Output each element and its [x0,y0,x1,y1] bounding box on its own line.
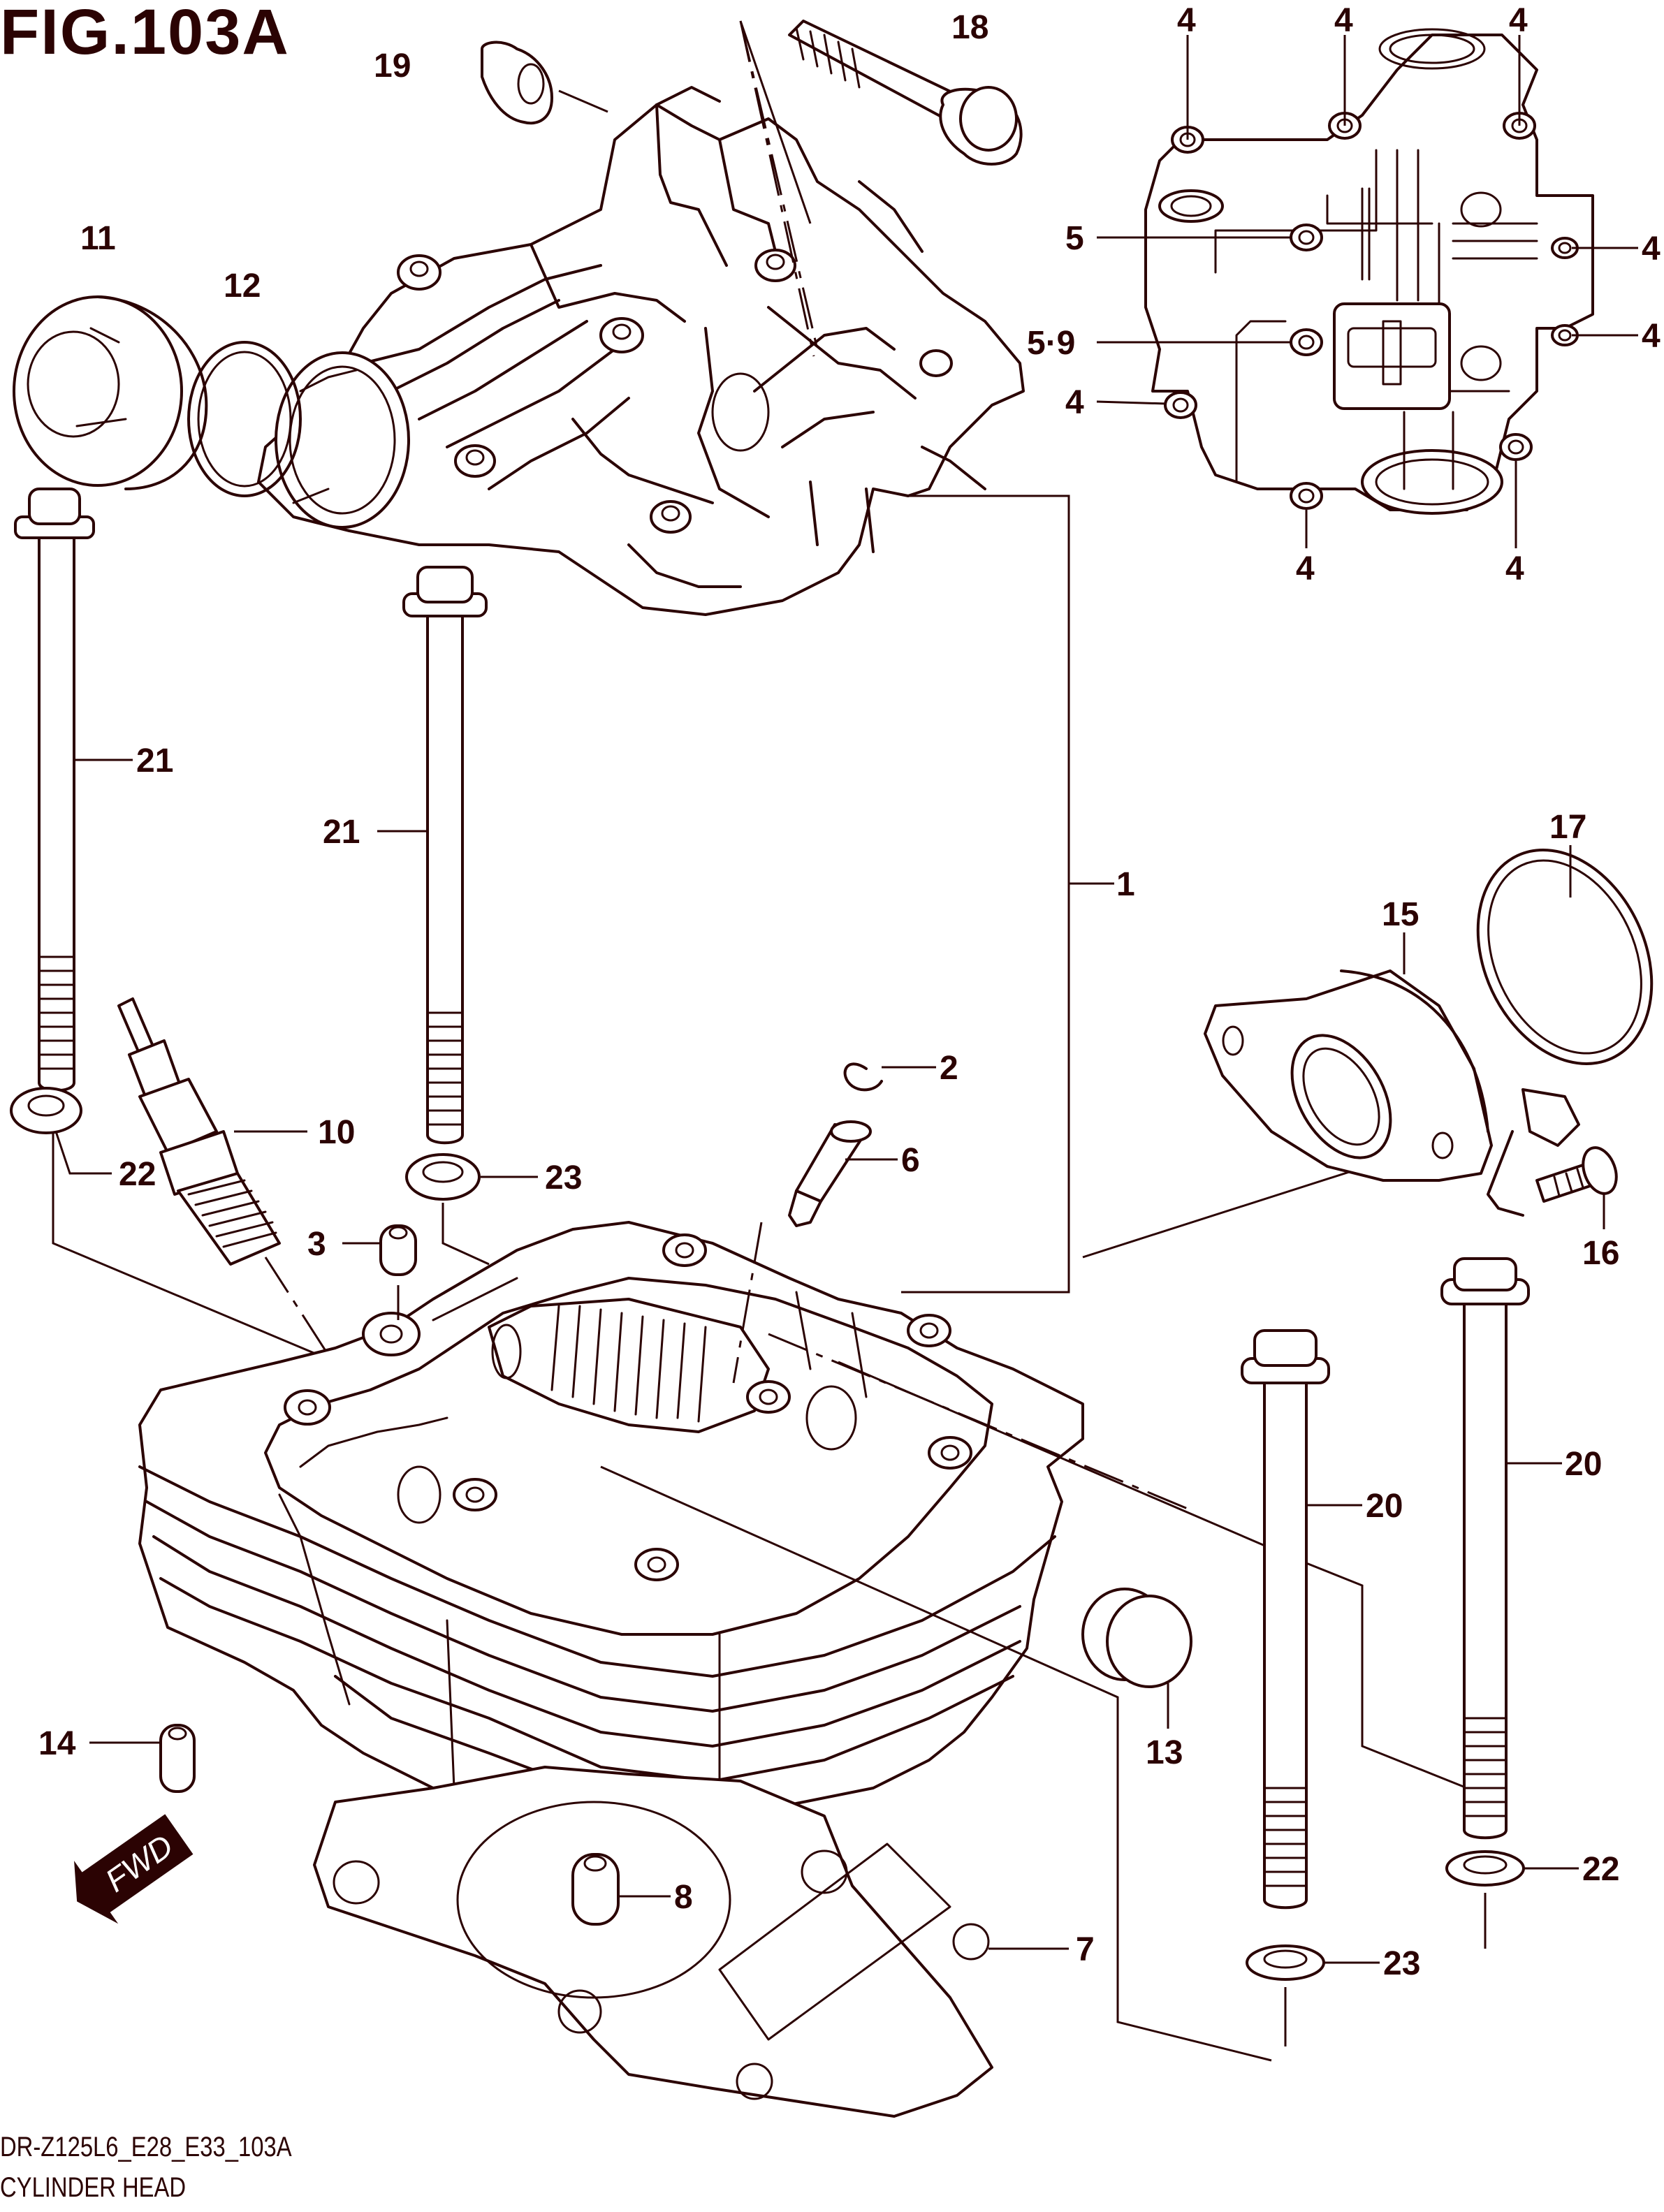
part-23-washer-right[interactable] [1246,1944,1325,1981]
callout-12[interactable]: 12 [224,268,261,305]
part-3-dowel[interactable] [379,1224,417,1276]
callout-4[interactable]: 4 [1509,2,1528,39]
callout-15[interactable]: 15 [1382,896,1419,933]
leader-22b-bracket [838,1361,1468,1789]
callout-4[interactable]: 4 [1642,318,1661,355]
part-1-cylinder-head[interactable] [138,1221,1084,1817]
leader-22a-axis [52,1131,336,1363]
callout-14[interactable]: 14 [38,1725,76,1762]
callout-19[interactable]: 19 [374,47,411,85]
leader-10-axis [264,1257,330,1356]
part-18-bolt[interactable] [788,20,1023,166]
part-7-gasket[interactable] [313,1766,993,2118]
part-20-bolt-center[interactable] [1241,1329,1330,1910]
leader-22a [54,1131,112,1175]
callout-4[interactable]: 4 [1642,230,1661,268]
part-21-bolt-center[interactable] [402,566,488,1145]
leader-6-axis [732,1222,763,1384]
part-17-clamp[interactable] [1445,821,1664,1147]
leader-dash-18 [739,20,819,357]
callout-23[interactable]: 23 [1383,1945,1420,1982]
callout-4[interactable]: 4 [1065,384,1084,421]
callout-7[interactable]: 7 [1076,1931,1095,1968]
callout-16[interactable]: 16 [1582,1235,1619,1272]
callout-22[interactable]: 22 [119,1156,156,1193]
part-16-screw[interactable] [1535,1143,1622,1203]
callout-8[interactable]: 8 [674,1879,693,1916]
callout-4[interactable]: 4 [1505,550,1524,587]
part-22-washer-left[interactable] [10,1087,82,1134]
part-6-valve-guide[interactable] [788,1120,872,1227]
top-view-leaders [1096,35,1638,548]
callout-4[interactable]: 4 [1177,2,1196,39]
head-cover-top-view[interactable] [1144,28,1594,515]
part-13-plug[interactable] [1081,1588,1192,1688]
callout-10[interactable]: 10 [318,1114,355,1151]
part-14-dowel[interactable] [159,1724,196,1793]
callout-5[interactable]: 5 [1065,220,1084,257]
leader-23a-axis [441,1203,490,1266]
part-8-dowel[interactable] [571,1853,620,1926]
callout-23[interactable]: 23 [545,1159,582,1196]
break-mark [1487,1130,1524,1217]
callout-11[interactable]: 11 [80,220,116,257]
part-20-bolt-right[interactable] [1440,1257,1530,1840]
figure-title: FIG.103A [0,0,290,68]
callout-20[interactable]: 20 [1565,1446,1602,1483]
model-code: DR-Z125L6_E28_E33_103A [0,2132,292,2162]
figure-name: CYLINDER HEAD [0,2172,187,2203]
callout-17[interactable]: 17 [1549,809,1586,846]
forward-arrow-icon: FWD [74,1814,194,1924]
callout-6[interactable]: 6 [901,1142,920,1179]
callout-21[interactable]: 21 [136,742,173,779]
callout-22[interactable]: 22 [1582,1851,1619,1888]
callout-21[interactable]: 21 [323,814,360,851]
callout-20[interactable]: 20 [1366,1488,1403,1525]
callout-3[interactable]: 3 [307,1226,326,1263]
part-22-washer-right[interactable] [1445,1850,1525,1887]
part-11-cap[interactable] [13,295,208,490]
callout-1[interactable]: 1 [1116,866,1135,903]
leader-1-bracket [901,495,1070,1294]
callout-labels: 1 2 3 4 4 4 4 4 4 4 4 5 5·9 6 7 8 10 11 … [38,2,1661,1982]
part-23-washer-left[interactable] [405,1153,481,1201]
callout-5-9[interactable]: 5·9 [1027,325,1075,362]
part-15-intake-pipe[interactable] [1204,969,1493,1182]
part-10-spark-plug[interactable] [117,997,281,1266]
callout-2[interactable]: 2 [940,1050,958,1087]
callout-4[interactable]: 4 [1334,2,1353,39]
part-19-nut[interactable] [481,41,608,125]
part-12-o-ring[interactable] [187,341,302,497]
leader-23b-bracket [600,1465,1272,2062]
leader-18-guide [739,20,812,224]
cylinder-head-cover[interactable] [257,86,1025,616]
callout-13[interactable]: 13 [1146,1734,1183,1771]
part-2-circlip[interactable] [843,1062,883,1092]
callout-4[interactable]: 4 [1296,550,1315,587]
part-21-bolt-left[interactable] [14,488,95,1092]
callout-18[interactable]: 18 [951,9,988,46]
